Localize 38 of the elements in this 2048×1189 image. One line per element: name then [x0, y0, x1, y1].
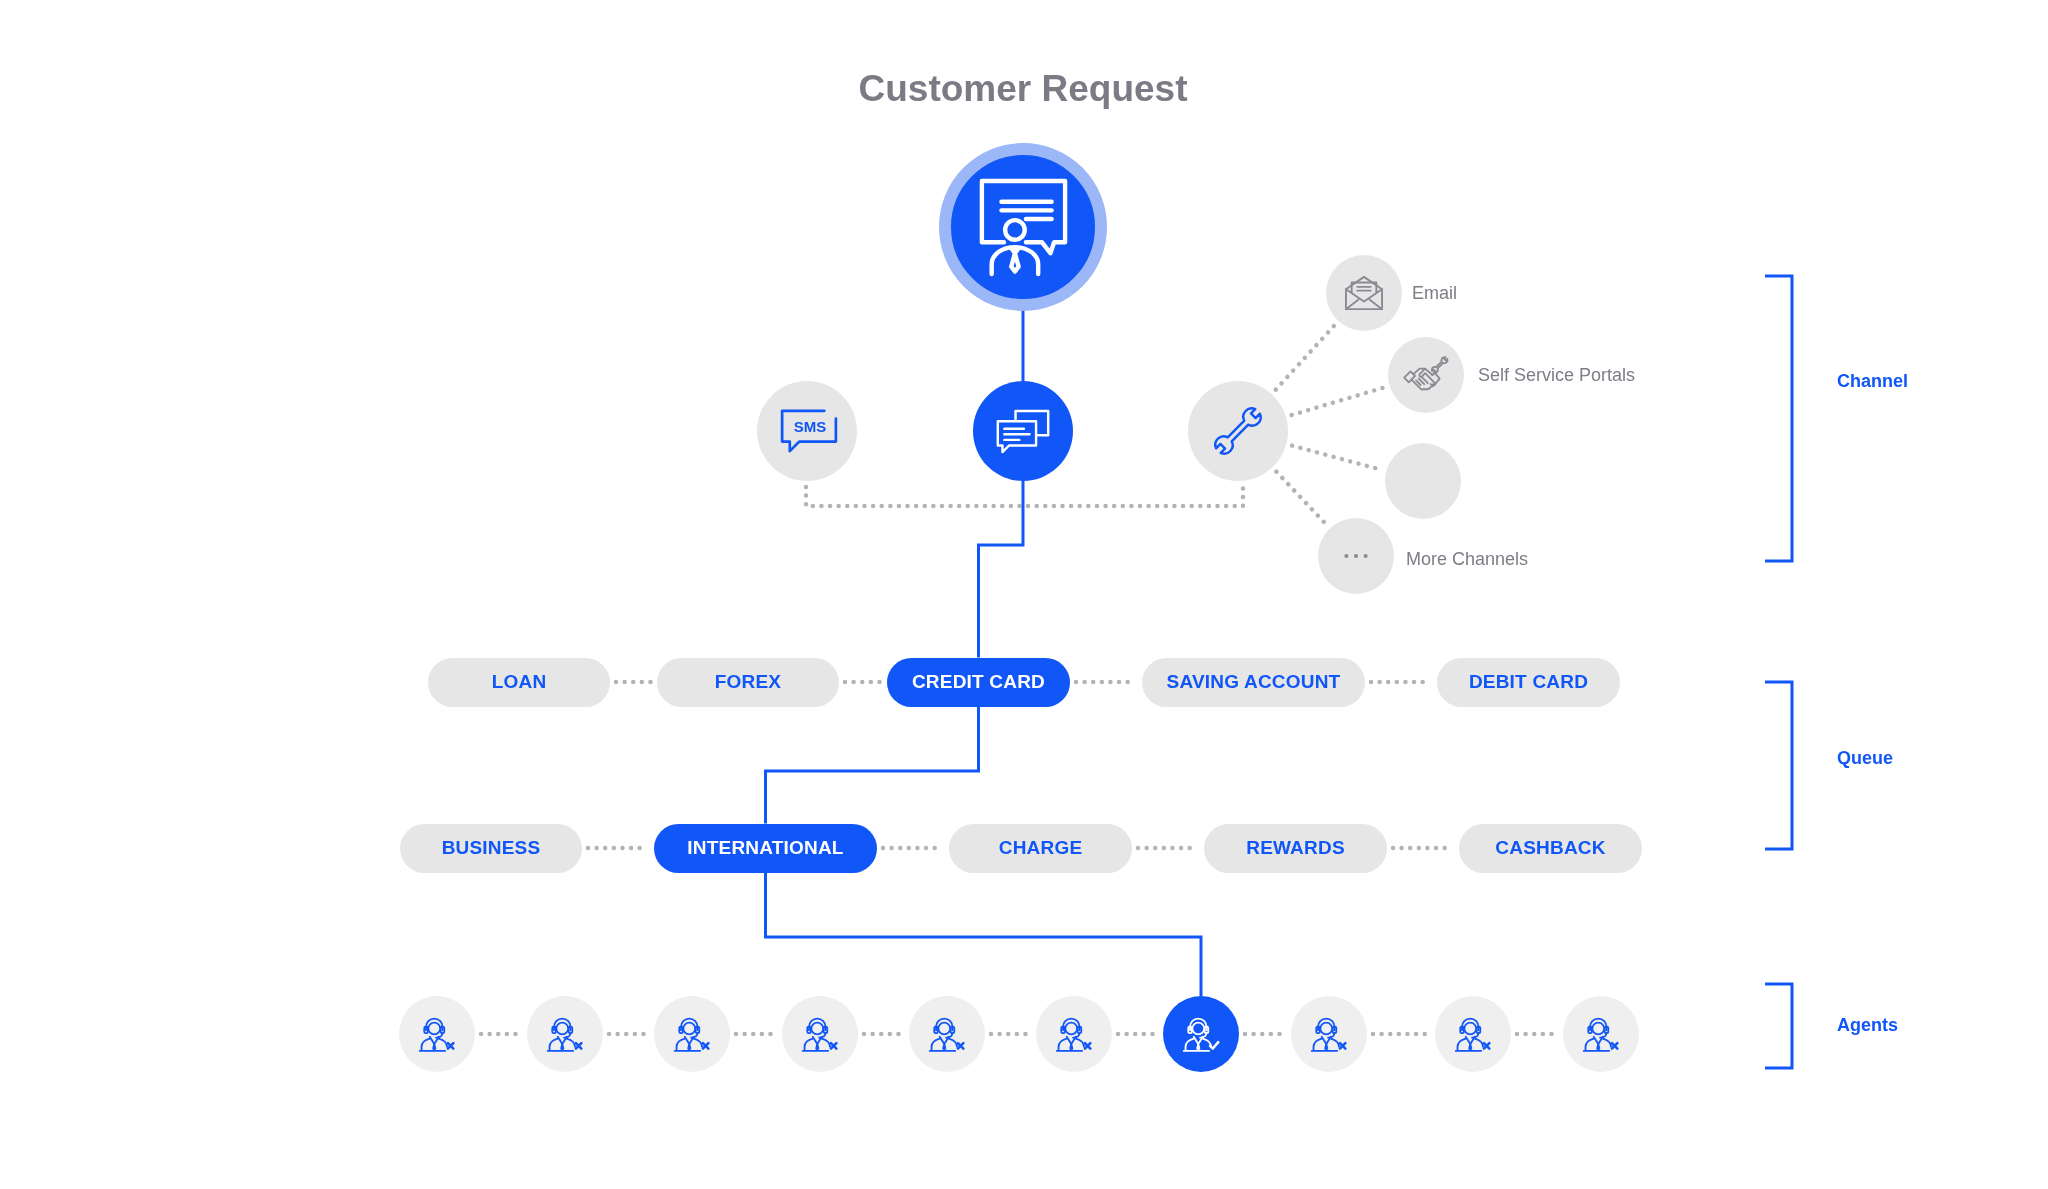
- queue-name: BUSINESS: [441, 837, 541, 859]
- channel-name: More Channels: [1406, 548, 1529, 570]
- connector-line: [764, 706, 980, 824]
- title: Customer Request: [858, 68, 1188, 110]
- queue-pill: [1204, 823, 1387, 873]
- queue-name: INTERNATIONAL: [687, 837, 844, 859]
- connector-line: [764, 872, 1203, 996]
- dotted-line: [842, 679, 884, 685]
- channel-name: SMS: [793, 417, 827, 435]
- queue-name: DEBIT CARD: [1468, 671, 1589, 693]
- channel-name: Email: [1412, 282, 1457, 304]
- queue-name: REWARDS: [1246, 837, 1345, 859]
- queue-pill: [1142, 657, 1365, 707]
- dotted-line: [613, 679, 654, 685]
- queue-name: FOREX: [714, 671, 782, 693]
- section-label: Channel: [1837, 370, 1908, 392]
- queue-name: CASHBACK: [1495, 837, 1606, 859]
- queue-pill: [1437, 657, 1620, 707]
- queue-pill: [1459, 823, 1642, 873]
- section-label: Queue: [1837, 747, 1893, 769]
- section-label: Agents: [1837, 1014, 1898, 1036]
- queue-pill: [887, 657, 1070, 707]
- queue-pill: [428, 657, 610, 707]
- queue-pill: [654, 823, 877, 873]
- queue-pill: [657, 657, 839, 707]
- queue-pill: [400, 823, 582, 873]
- connector-line: [977, 481, 1025, 658]
- dotted-line: [1273, 323, 1337, 392]
- connector-line: [1021, 311, 1025, 381]
- dotted-line: [1274, 469, 1329, 527]
- queue-name: SAVING ACCOUNT: [1166, 671, 1341, 693]
- channel-name: Self Service Portals: [1478, 364, 1636, 386]
- dotted-line: [803, 484, 1246, 509]
- queue-pill: [949, 823, 1132, 873]
- queue-name: CHARGE: [998, 837, 1083, 859]
- queue-name: LOAN: [491, 671, 547, 693]
- queue-name: CREDIT CARD: [911, 671, 1046, 693]
- dotted-line: [1289, 385, 1387, 418]
